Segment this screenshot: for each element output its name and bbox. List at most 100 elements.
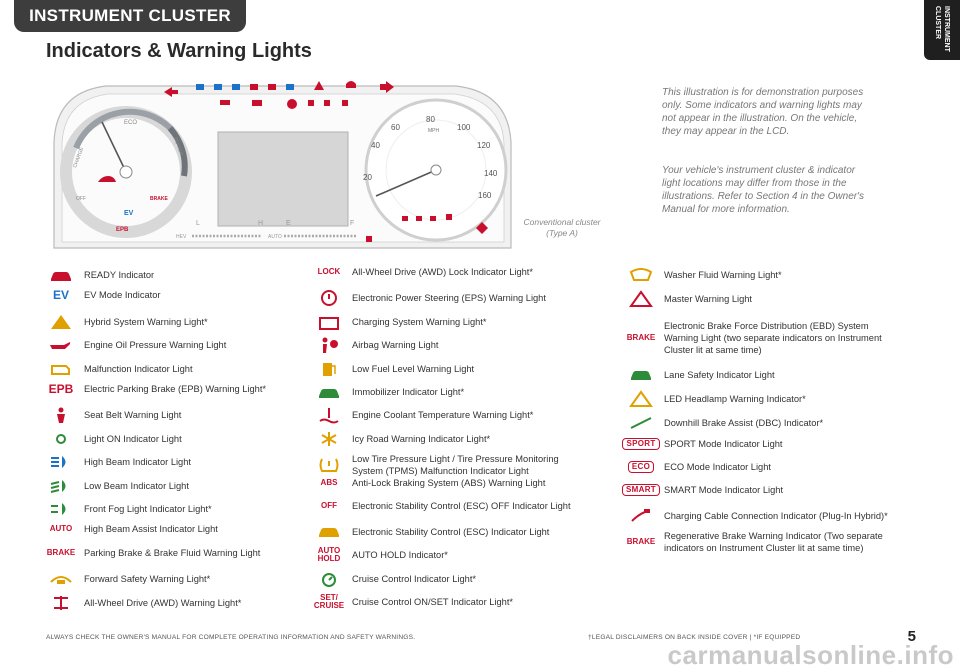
car-icon xyxy=(48,266,74,284)
esc-icon xyxy=(316,523,342,541)
lane-safety-icon xyxy=(626,366,656,384)
seat-belt-icon xyxy=(48,406,74,424)
engine-icon xyxy=(46,360,76,378)
legend-label: Icy Road Warning Indicator Light* xyxy=(352,434,491,444)
side-tab-label: INSTRUMENT CLUSTER xyxy=(934,6,950,52)
immobilizer-icon xyxy=(314,383,344,401)
legend-label: Master Warning Light xyxy=(664,294,753,304)
awd-lock-icon: LOCK xyxy=(317,267,341,276)
speed-tick-140: 140 xyxy=(484,169,498,178)
set-cruise-icon: SET/ CRUISE xyxy=(314,594,344,610)
regen-brake-icon: BRAKE xyxy=(626,538,656,546)
page-number: 5 xyxy=(907,628,916,645)
legend-item: Malfunction Indicator Light xyxy=(46,360,314,378)
high-beam-assist-icon: AUTO xyxy=(46,525,76,533)
eco-icon: ECO xyxy=(626,461,656,473)
legend-label: Malfunction Indicator Light xyxy=(84,364,193,374)
legend-label: Low Tire Pressure Light / Tire Pressure … xyxy=(352,454,559,476)
legend-label: Low Fuel Level Warning Light xyxy=(352,364,475,374)
footer-warning: ALWAYS CHECK THE OWNER'S MANUAL FOR COMP… xyxy=(46,634,416,641)
legend-item: Low Beam Indicator Light xyxy=(46,477,314,495)
location-note: Your vehicle's instrument cluster & indi… xyxy=(662,165,865,215)
eps-icon xyxy=(316,289,342,307)
high-beam-icon xyxy=(46,453,76,471)
abs-icon: ABS xyxy=(320,478,338,487)
coolant-icon xyxy=(314,406,344,424)
legend-label: READY Indicator xyxy=(84,270,155,280)
oil-can-icon xyxy=(48,336,74,354)
master-warning-icon xyxy=(628,290,654,308)
oil-can-icon xyxy=(46,336,76,354)
legend-label: Charging System Warning Light* xyxy=(352,317,487,327)
auto-label: AUTO xyxy=(268,234,282,240)
master-warning-icon xyxy=(626,290,656,308)
battery-icon xyxy=(316,313,342,331)
page-title: Indicators & Warning Lights xyxy=(46,40,312,62)
legend-item: ECO ECO Mode Indicator Light xyxy=(626,461,904,473)
speedometer: 20 40 60 80 100 120 140 160 MPH xyxy=(363,98,508,242)
legend-item: ABS Anti-Lock Braking System (ABS) Warnin… xyxy=(314,477,582,489)
speed-tick-40: 40 xyxy=(371,141,380,150)
legend-label: ECO Mode Indicator Light xyxy=(664,462,771,472)
tpms-icon xyxy=(316,456,342,474)
eco-gauge-label: ECO xyxy=(124,120,137,126)
legend-label: SPORT Mode Indicator Light xyxy=(664,439,783,449)
legend-label: Hybrid System Warning Light* xyxy=(84,317,208,327)
charging-cable-icon xyxy=(628,507,654,525)
auto-hold-icon: AUTO HOLD xyxy=(317,546,341,563)
low-beam-icon xyxy=(46,477,76,495)
legend-label: Electronic Power Steering (EPS) Warning … xyxy=(352,293,546,303)
indicator-strip xyxy=(164,81,394,109)
downhill-icon xyxy=(626,414,656,432)
eco-icon: ECO xyxy=(627,461,655,473)
legend-label: Forward Safety Warning Light* xyxy=(84,574,211,584)
legend-item: Immobilizer Indicator Light* xyxy=(314,383,582,401)
section-tab: INSTRUMENT CLUSTER xyxy=(14,0,246,32)
speed-tick-60: 60 xyxy=(391,123,400,132)
legend-label: High Beam Indicator Light xyxy=(84,457,191,467)
epb-indicator: EPB xyxy=(116,227,129,233)
demo-note: This illustration is for demonstration p… xyxy=(662,87,864,137)
legend-label: Electronic Brake Force Distribution (EBD… xyxy=(664,321,882,355)
led-headlamp-icon xyxy=(626,390,656,408)
legend-item: Front Fog Light Indicator Light* xyxy=(46,500,314,518)
seat-belt-icon xyxy=(46,406,76,424)
legend-item: Light ON Indicator Light xyxy=(46,430,314,448)
legend-label: Parking Brake & Brake Fluid Warning Ligh… xyxy=(84,548,261,558)
watermark: carmanualsonline.info xyxy=(667,640,954,669)
snowflake-icon xyxy=(316,430,342,448)
light-on-icon xyxy=(46,430,76,448)
high-beam-icon xyxy=(48,453,74,471)
legend-item: Icy Road Warning Indicator Light* xyxy=(314,430,582,448)
legend-item: Engine Oil Pressure Warning Light xyxy=(46,336,314,354)
legend-item: Washer Fluid Warning Light* xyxy=(626,266,904,284)
light-on-icon xyxy=(48,430,74,448)
legend-label: Anti-Lock Braking System (ABS) Warning L… xyxy=(352,478,546,488)
speed-tick-20: 20 xyxy=(363,173,372,182)
legend-item: Low Fuel Level Warning Light xyxy=(314,360,582,378)
engine-icon xyxy=(48,360,74,378)
legend-item: Electronic Power Steering (EPS) Warning … xyxy=(314,289,582,307)
legend-label: Immobilizer Indicator Light* xyxy=(352,387,465,397)
set-cruise-icon: SET/ CRUISE xyxy=(313,593,345,610)
legend-label: All-Wheel Drive (AWD) Warning Light* xyxy=(84,598,242,608)
fuel-pump-icon xyxy=(314,360,344,378)
legend-label: Electronic Stability Control (ESC) Indic… xyxy=(352,527,550,537)
brake-indicator: BRAKE xyxy=(150,196,168,202)
coolant-icon xyxy=(316,406,342,424)
immobilizer-icon xyxy=(316,383,342,401)
side-section-tab: INSTRUMENT CLUSTER xyxy=(924,0,960,60)
legend-label: Electronic Stability Control (ESC) OFF I… xyxy=(352,501,571,511)
fuel-f: F xyxy=(350,220,354,227)
legend-label: Cruise Control Indicator Light* xyxy=(352,574,477,584)
front-fog-icon xyxy=(48,500,74,518)
smart-icon: SMART xyxy=(622,484,660,496)
ebd-icon: BRAKE xyxy=(626,333,656,342)
charging-cable-icon xyxy=(626,507,656,525)
ebd-icon: BRAKE xyxy=(626,334,656,342)
